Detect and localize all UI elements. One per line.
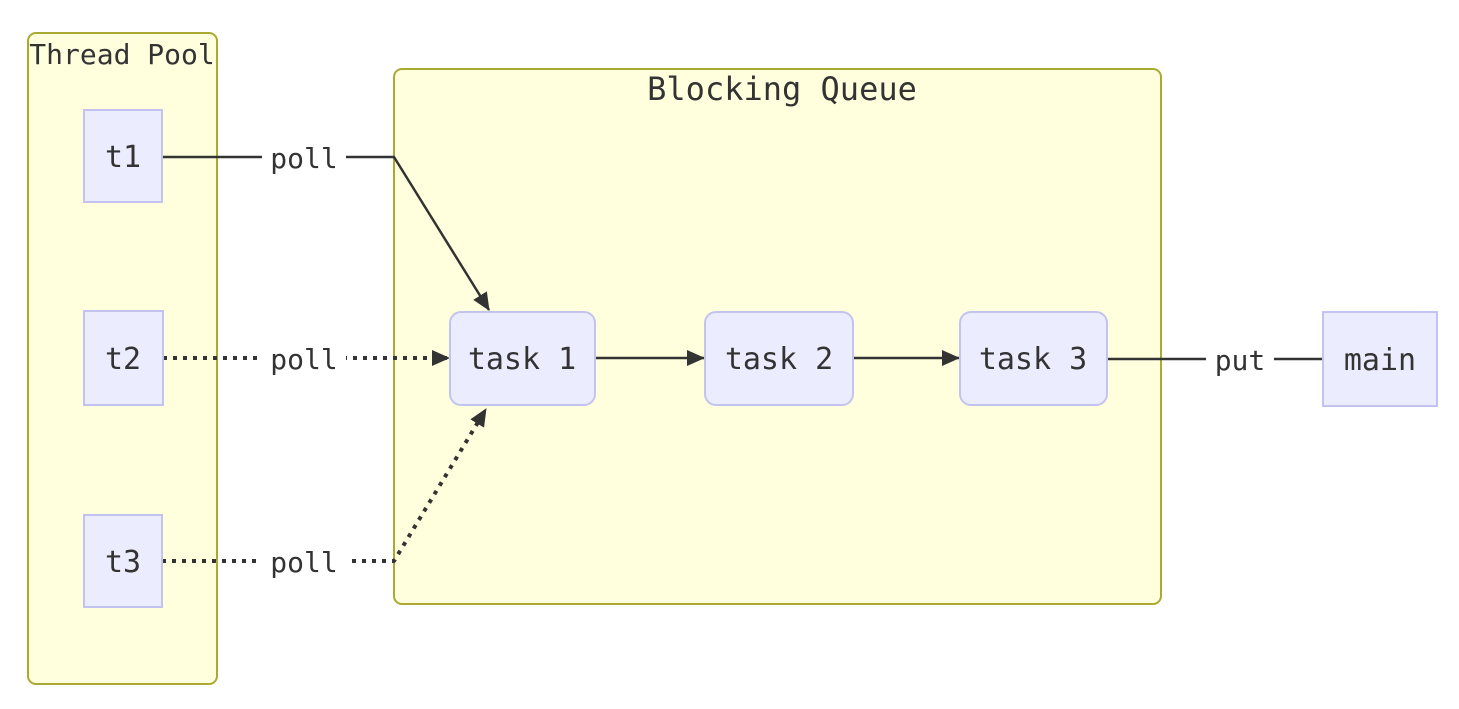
cluster-title-blocking-queue: Blocking Queue	[647, 70, 917, 108]
node-t2-label: t2	[105, 342, 141, 377]
edge-label-bg	[262, 341, 346, 375]
nodes: t1 t2 t3 task 1 task 2 task 3 main	[83, 109, 1438, 608]
node-main: main	[1322, 311, 1438, 407]
node-task2-box	[704, 311, 854, 406]
node-task2-label: task 2	[725, 342, 833, 377]
node-main-label: main	[1344, 343, 1416, 378]
edge-label-poll-t2: poll	[270, 343, 337, 376]
node-task3: task 3	[959, 311, 1108, 406]
node-t2-box	[83, 310, 164, 406]
edge-t3-task1	[162, 407, 488, 563]
node-t1-box	[83, 109, 163, 203]
node-task2: task 2	[704, 311, 854, 406]
edge-label-bg	[262, 140, 346, 174]
edge-label-bg	[262, 544, 346, 578]
node-task1-box	[449, 311, 596, 406]
edge-label-poll-t3: poll	[270, 546, 337, 579]
node-task3-box	[959, 311, 1108, 406]
node-main-box	[1322, 311, 1438, 407]
node-task3-label: task 3	[979, 342, 1087, 377]
node-t1-label: t1	[105, 140, 141, 175]
node-t1: t1	[83, 109, 163, 203]
node-t3-box	[83, 514, 163, 608]
edge-label-poll-t1: poll	[270, 142, 337, 175]
edge-label-bg	[1206, 342, 1274, 376]
edge-t1-task1	[162, 155, 491, 311]
node-t2: t2	[83, 310, 164, 406]
node-t3: t3	[83, 514, 163, 608]
node-task1-label: task 1	[468, 342, 576, 377]
edge-label-put: put	[1215, 344, 1266, 377]
node-t3-label: t3	[105, 545, 141, 580]
cluster-title-thread-pool: Thread Pool	[29, 38, 214, 71]
node-task1: task 1	[449, 311, 596, 406]
edge-labels: poll poll poll put	[262, 140, 1274, 579]
